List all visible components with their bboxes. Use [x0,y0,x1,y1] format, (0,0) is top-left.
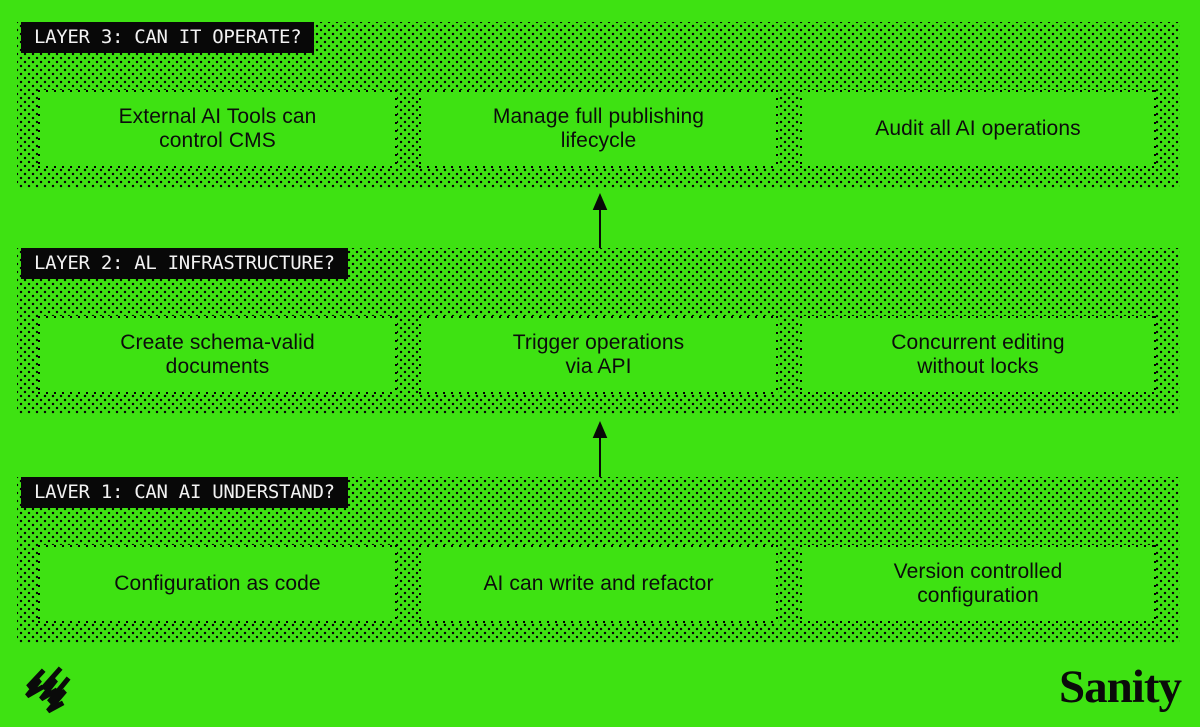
feature-box-ai-write-refactor: AI can write and refactor [419,545,778,623]
sanity-scribble-icon [25,666,71,714]
layer-2-label: LAYER 2: AL INFRASTRUCTURE? [21,248,348,279]
up-arrow-icon [592,193,608,248]
layer-2-band: LAYER 2: AL INFRASTRUCTURE? Create schem… [17,248,1180,414]
layer-1-band: LAVER 1: CAN AI UNDERSTAND? Configuratio… [17,477,1180,643]
feature-box-schema-valid-documents: Create schema-valid documents [38,316,397,394]
layer-1-label: LAVER 1: CAN AI UNDERSTAND? [21,477,348,508]
layer-3-label: LAYER 3: CAN IT OPERATE? [21,22,315,53]
feature-box-configuration-as-code: Configuration as code [38,545,397,623]
feature-box-audit-operations: Audit all AI operations [800,90,1156,168]
feature-box-concurrent-editing: Concurrent editing without locks [800,316,1156,394]
feature-box-trigger-operations-api: Trigger operations via API [419,316,778,394]
layer-3-band: LAYER 3: CAN IT OPERATE? External AI Too… [17,22,1180,188]
feature-box-publishing-lifecycle: Manage full publishing lifecycle [419,90,778,168]
sanity-wordmark: Sanity [1059,661,1182,713]
feature-box-external-ai-tools: External AI Tools can control CMS [38,90,397,168]
feature-box-version-controlled-config: Version controlled configuration [800,545,1156,623]
up-arrow-icon [592,421,608,477]
